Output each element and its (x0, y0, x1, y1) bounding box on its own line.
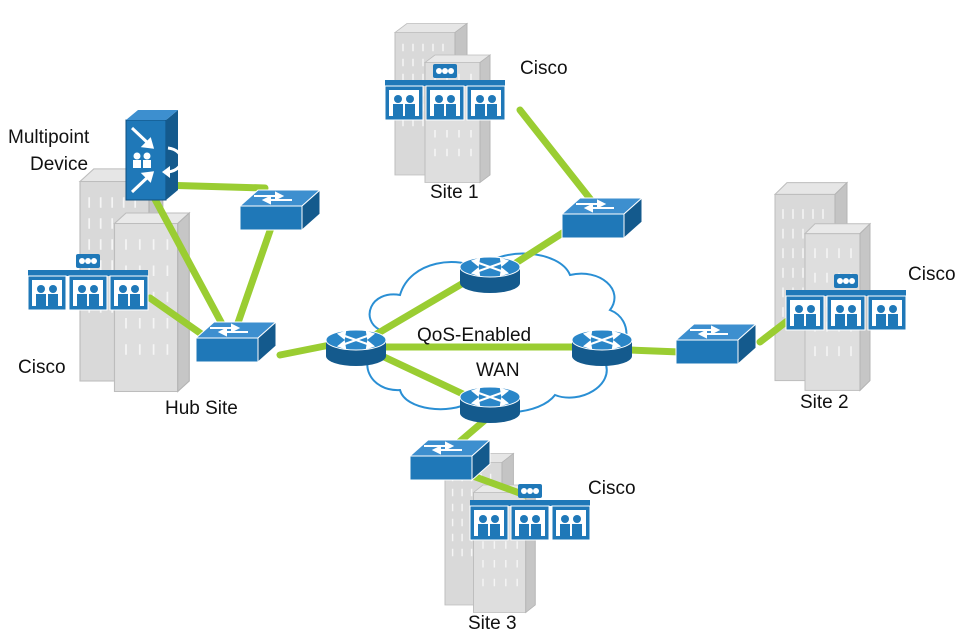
link-router-switch-site2 (626, 346, 684, 356)
site3-switch-icon (409, 439, 491, 481)
device-label: Device (30, 154, 88, 175)
link-router-router-bottom (376, 351, 469, 399)
link-switch-hubswitch (228, 221, 276, 344)
site2-switch-icon (675, 323, 757, 365)
wan-router-top-icon (459, 256, 521, 294)
network-links (146, 106, 799, 499)
link-hubswitch-router (276, 341, 334, 359)
hub-switch-icon (195, 321, 277, 363)
site1-label: Site 1 (430, 182, 479, 203)
hub-site-label: Hub Site (165, 398, 238, 419)
wan-router-bottom-icon (459, 386, 521, 424)
site3-cisco-label: Cisco (588, 478, 636, 499)
multipoint-device-icon (125, 110, 183, 201)
wan-label-line1: QoS-Enabled (417, 325, 531, 346)
link-tp-hubswitch (146, 294, 214, 344)
wan-label-line2: WAN (476, 360, 520, 381)
link-switch-tp-site1 (516, 106, 599, 209)
site2-cisco-label: Cisco (908, 264, 956, 285)
wan-router-right-icon (571, 329, 633, 367)
hub-upper-switch-icon (239, 189, 321, 231)
link-router-router-top (371, 278, 469, 339)
hub-cisco-label: Cisco (18, 357, 66, 378)
wan-router-left-icon (325, 329, 387, 367)
link-mcu-hubswitch (146, 186, 232, 339)
site3-label: Site 3 (468, 613, 517, 632)
site1-cisco-label: Cisco (520, 58, 568, 79)
site2-label: Site 2 (800, 392, 849, 413)
link-switch-tp-site3 (466, 471, 529, 499)
site1-switch-icon (561, 197, 643, 239)
multipoint-label: Multipoint (8, 127, 90, 148)
